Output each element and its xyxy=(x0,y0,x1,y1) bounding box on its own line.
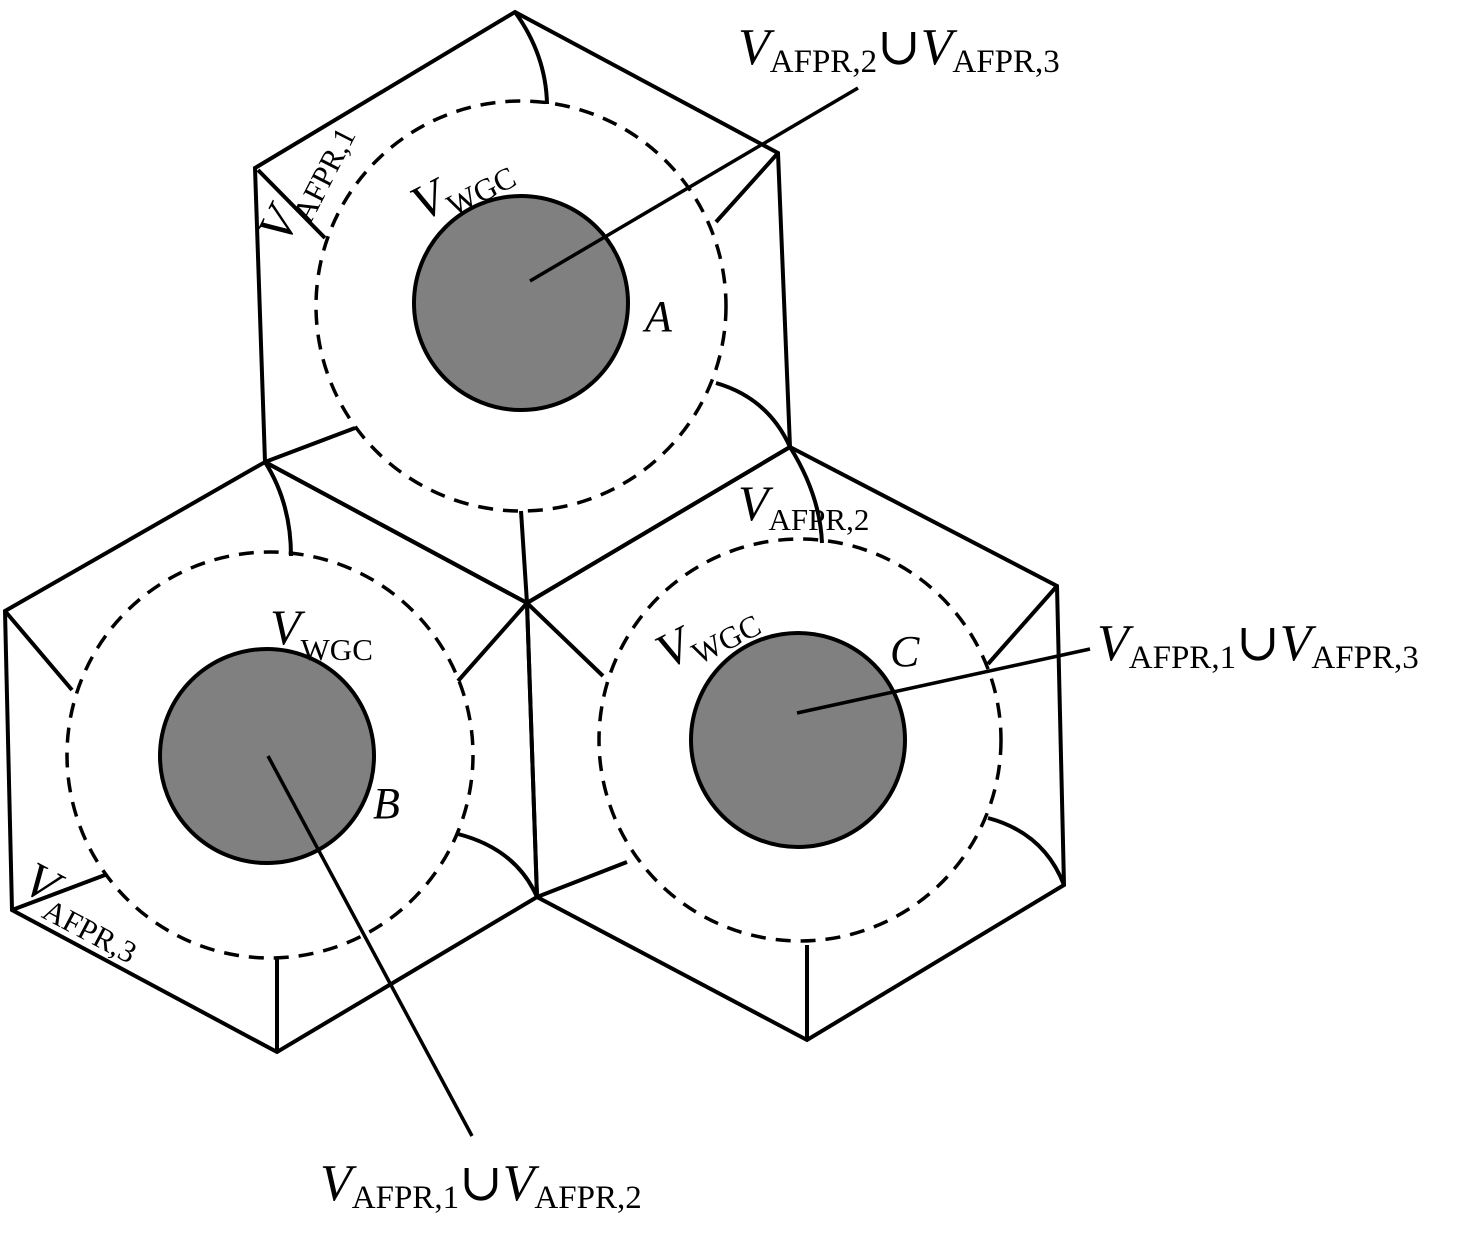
callout-a: VAFPR,2∪VAFPR,3 xyxy=(738,19,1060,80)
cell-a-arc xyxy=(513,10,549,105)
cell-b-tick xyxy=(456,601,529,683)
cell-b-guard-circle xyxy=(65,550,475,960)
cell-a-tick xyxy=(714,151,780,224)
callout-c: VAFPR,1∪VAFPR,3 xyxy=(1097,615,1419,676)
cell-c-core xyxy=(689,631,907,849)
cell-b-arc xyxy=(263,460,293,557)
leader-line-b xyxy=(266,755,474,1137)
leader-line-c xyxy=(796,647,1091,715)
cell-c-label: C xyxy=(890,627,920,676)
cell-b-label: B xyxy=(373,779,400,828)
leader-line-a xyxy=(529,86,859,283)
cell-a-tick xyxy=(256,168,327,240)
cell-b xyxy=(2,459,540,1055)
region-label-afpr2: VAFPR,2 xyxy=(738,475,869,537)
callout-b: VAFPR,1∪VAFPR,2 xyxy=(320,1155,642,1216)
cell-c-guard-circle xyxy=(597,537,1003,943)
cell-b-tick xyxy=(11,873,106,912)
cell-b-tick xyxy=(3,609,74,692)
cell-a-label: A xyxy=(642,292,673,341)
cell-c-arc xyxy=(987,816,1066,886)
cell-b-core xyxy=(158,647,376,865)
cell-a-tick xyxy=(519,510,529,604)
cell-a-guard-circle xyxy=(314,99,728,513)
cell-a-arc xyxy=(715,381,792,448)
cell-b-core-label: VWGC xyxy=(270,599,373,667)
cell-c-arc xyxy=(788,445,824,544)
region-label-afpr1: VAFPR,1 xyxy=(246,109,363,255)
cell-c-tick xyxy=(986,584,1059,666)
cell-c-tick xyxy=(525,601,605,678)
cell-a-tick xyxy=(264,426,356,464)
cell-c xyxy=(524,444,1067,1043)
cell-a xyxy=(252,9,793,606)
cell-b-arc xyxy=(457,832,539,898)
cell-a-core xyxy=(412,194,630,412)
cell-c-tick xyxy=(536,860,628,899)
region-label-afpr3: VAFPR,3 xyxy=(10,850,157,970)
